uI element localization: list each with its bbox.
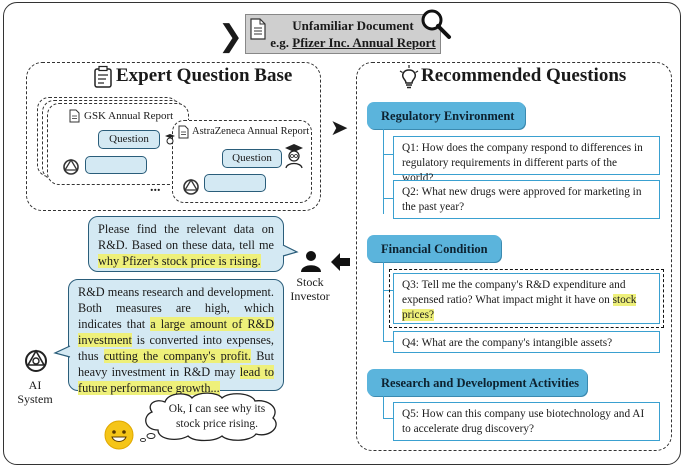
ai-message-bubble: R&D means research and development. Both… <box>68 279 284 395</box>
question-q3[interactable]: Q3: Tell me the company's R&D expenditur… <box>393 273 660 324</box>
arrow-left-icon <box>331 253 350 271</box>
category-connector <box>383 418 393 419</box>
doc-subtitle: e.g. Pfizer Inc. Annual Report <box>270 35 436 50</box>
document-icon <box>178 125 189 139</box>
person-icon <box>301 251 321 272</box>
question-q5[interactable]: Q5: How can this company use biotechnolo… <box>393 402 660 441</box>
document-icon <box>250 18 266 40</box>
openai-icon <box>63 158 79 175</box>
question-q2[interactable]: Q2: What new drugs were approved for mar… <box>393 180 660 219</box>
openai-icon <box>25 349 47 372</box>
user-highlight: why Pfizer's stock price is rising. <box>98 254 261 268</box>
gsk-report-title: GSK Annual Report <box>84 110 174 122</box>
selected-question-outline <box>389 269 664 328</box>
document-banner <box>245 14 441 54</box>
category-connector <box>383 262 384 342</box>
question-bubble: Question <box>98 130 160 149</box>
thought-cloud <box>140 392 277 443</box>
scholar-icon <box>285 144 303 169</box>
doc-title: Unfamiliar Document <box>292 18 414 33</box>
category-connector <box>383 341 393 342</box>
answer-bubble <box>204 174 266 192</box>
expert-question-base-panel <box>26 62 321 211</box>
category-connector <box>383 129 384 214</box>
category-financial-condition[interactable]: Financial Condition <box>367 235 501 262</box>
question-q1[interactable]: Q1: How does the company respond to diff… <box>393 136 660 184</box>
bubble-tail <box>53 345 71 358</box>
ellipsis: ... <box>150 180 161 195</box>
category-rd-activities[interactable]: Research and Development Activities <box>367 369 587 396</box>
expert-base-title: Expert Question Base <box>116 65 293 86</box>
category-connector <box>383 198 393 199</box>
recommended-title: Recommended Questions <box>421 65 627 86</box>
bubble-tail <box>282 244 299 257</box>
smiley-icon <box>104 420 134 450</box>
arrow-right-icon: ➤ <box>330 116 349 141</box>
recommended-questions-panel <box>356 62 672 451</box>
user-message-bubble: Please find the relevant data on R&D. Ba… <box>88 216 284 272</box>
q3-highlight: stock prices? <box>402 294 637 321</box>
openai-icon <box>183 178 199 195</box>
clipboard-icon <box>94 65 112 88</box>
reply-text: Ok, I can see why its stock price rising… <box>168 403 266 430</box>
chevron-right-icon: ❯ <box>218 19 244 54</box>
astrazeneca-report-title: AstraZeneca Annual Report <box>192 126 310 137</box>
answer-bubble <box>85 156 147 174</box>
category-connector <box>383 396 384 418</box>
q3-text: Q3: Tell me the company's R&D expenditur… <box>402 279 637 321</box>
doc-name: Pfizer Inc. Annual Report <box>292 35 436 50</box>
magnifier-icon <box>421 9 451 39</box>
question-bubble: Question <box>222 149 282 168</box>
lightbulb-icon <box>399 65 419 89</box>
category-connector <box>383 290 393 291</box>
question-q4[interactable]: Q4: What are the company's intangible as… <box>393 331 660 353</box>
category-connector <box>383 154 393 155</box>
category-regulatory-environment[interactable]: Regulatory Environment <box>367 102 525 129</box>
scholar-icon <box>165 134 175 145</box>
document-icon <box>69 109 80 123</box>
outer-frame <box>3 2 681 465</box>
